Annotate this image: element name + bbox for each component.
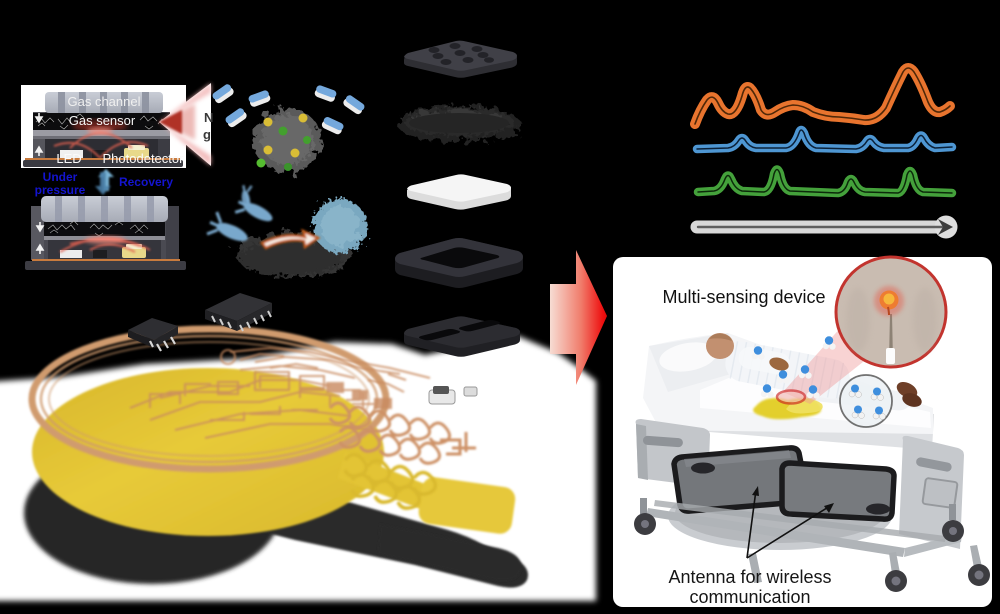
svg-text:communication: communication [689, 587, 810, 607]
svg-text:Photodetector: Photodetector [103, 151, 185, 166]
svg-text:Multi-sensing device: Multi-sensing device [662, 287, 825, 307]
svg-text:Gas sensor: Gas sensor [69, 113, 136, 128]
svg-text:Gas channel: Gas channel [68, 94, 141, 109]
svg-text:Recovery: Recovery [119, 175, 173, 189]
svg-text:pressure: pressure [35, 183, 86, 197]
svg-text:N: N [204, 110, 213, 125]
svg-text:LED: LED [56, 151, 81, 166]
svg-text:Antenna for wireless: Antenna for wireless [668, 567, 831, 587]
svg-text:Under: Under [43, 170, 78, 184]
svg-text:g: g [203, 127, 211, 142]
